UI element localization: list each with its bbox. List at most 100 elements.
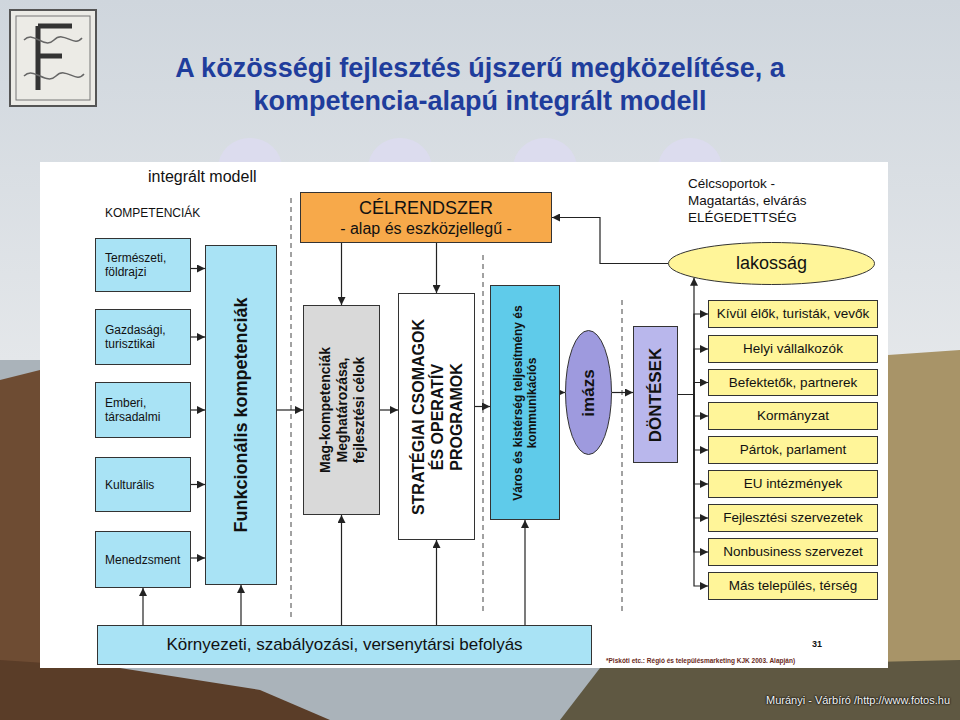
rotated-text: Mag-kompetenciák Meghatározása, fejleszt…	[316, 335, 367, 485]
target-group-box: Kormányzat	[708, 402, 878, 430]
rotated-text: Város és kistérség teljesítmény és kommu…	[511, 300, 539, 505]
target-group-box: Helyi vállalkozók	[708, 335, 878, 363]
rotated-text: imázs	[579, 338, 599, 448]
node-text: Város és kistérség teljesítmény és kommu…	[511, 300, 539, 505]
functional-box: Funkcionális kompetenciák	[205, 245, 277, 585]
target-group-box: Fejlesztési szervezetek	[708, 504, 878, 532]
logo	[38, 26, 72, 90]
node-text: Helyi vállalkozók	[743, 341, 843, 357]
rotated-text: STRATÉGIAI CSOMAGOK ÉS OPERATÍV PROGRAMO…	[408, 311, 465, 523]
node-text: Kormányzat	[757, 408, 829, 424]
logo	[24, 37, 84, 79]
node-text: STRATÉGIAI CSOMAGOK ÉS OPERATÍV PROGRAMO…	[408, 311, 465, 523]
node-text: lakosság	[736, 253, 807, 274]
reeds	[560, 660, 960, 720]
performance-box: Város és kistérség teljesítmény és kommu…	[490, 285, 560, 520]
node-text: Befektetők, partnerek	[729, 375, 857, 391]
rotated-text: DÖNTÉSEK	[646, 332, 666, 457]
connector-arrow	[341, 515, 342, 625]
target-group-box: Pártok, parlament	[708, 436, 878, 464]
connector-arrow	[678, 395, 708, 451]
strategy-box: STRATÉGIAI CSOMAGOK ÉS OPERATÍV PROGRAMO…	[398, 293, 475, 540]
population-ellipse: lakosság	[668, 242, 875, 285]
logo	[10, 10, 96, 106]
connector-arrow	[191, 268, 205, 269]
target-group-box: Nonbusiness szervezet	[708, 538, 878, 566]
column-heading: Célcsoportok - Magatartás, elvárás ELÉGE…	[688, 175, 828, 226]
connector-arrow	[560, 392, 565, 393]
connector-arrow	[678, 395, 708, 553]
connector-arrow	[678, 395, 708, 417]
photo-watermark: Murányi - Várbíró /http://www.fotos.hu	[766, 694, 956, 706]
competence-box: Emberi, társadalmi	[95, 382, 191, 438]
goal-system-box: CÉLRENDSZER- alap és eszközjellegű -	[300, 192, 552, 243]
connector-arrow	[191, 557, 205, 558]
diagram-title: A közösségi fejlesztés újszerű megközelí…	[90, 52, 870, 118]
connector-arrow	[277, 409, 303, 410]
connector-arrow	[142, 588, 143, 625]
target-group-box: Kívül élők, turisták, vevők	[708, 300, 878, 328]
dashed-separator	[483, 255, 484, 615]
dashed-separator	[291, 198, 292, 618]
logo	[16, 16, 90, 100]
connector-arrow	[678, 278, 694, 395]
connector-arrow	[552, 218, 668, 264]
node-text: Funkcionális kompetenciák	[231, 255, 252, 575]
node-text: Menedzsment	[105, 553, 180, 567]
decisions-box: DÖNTÉSEK	[633, 326, 678, 463]
source-note: *Piskóti etc.: Régió és településmarketi…	[606, 657, 876, 665]
node-text: CÉLRENDSZER	[359, 198, 493, 219]
connector-arrow	[678, 314, 708, 395]
competence-box: Menedzsment	[95, 531, 191, 588]
connector-arrow	[191, 409, 205, 410]
target-group-box: Más település, térség	[708, 572, 878, 600]
influence-band: Környezeti, szabályozási, versenytársi b…	[97, 625, 592, 665]
diagram-panel	[40, 162, 888, 668]
dashed-separator	[622, 300, 623, 615]
node-text: Kulturális	[105, 478, 154, 492]
connector-arrow	[380, 409, 398, 410]
competence-box: Kulturális	[95, 457, 191, 512]
target-group-box: Befektetők, partnerek	[708, 369, 878, 396]
connector-arrow	[240, 585, 241, 625]
ellipse-shape	[669, 243, 875, 285]
node-text: EU intézmények	[744, 476, 842, 492]
target-group-box: EU intézmények	[708, 470, 878, 498]
connector-arrow	[612, 392, 633, 393]
connector-arrow	[436, 540, 437, 625]
ellipse-shape	[566, 331, 612, 455]
panel-heading: integrált modell	[148, 168, 288, 186]
core-competence-box: Mag-kompetenciák Meghatározása, fejleszt…	[303, 305, 380, 515]
node-text: Emberi, társadalmi	[105, 396, 184, 424]
connector-arrow	[678, 395, 708, 519]
connector-arrow	[678, 349, 708, 395]
node-text: Környezeti, szabályozási, versenytársi b…	[166, 635, 522, 655]
connector-arrow	[678, 395, 708, 485]
column-heading: KOMPETENCIÁK	[105, 206, 225, 220]
connector-arrow	[678, 395, 708, 587]
node-text: Más település, térség	[729, 578, 857, 594]
connector-arrow	[678, 383, 708, 395]
rocks	[0, 660, 330, 720]
connector-arrow	[436, 243, 437, 293]
connector-arrow	[191, 484, 205, 485]
competence-box: Gazdasági, turisztikai	[95, 309, 191, 365]
node-text: DÖNTÉSEK	[646, 332, 666, 457]
image-ellipse: imázs	[565, 330, 612, 455]
rotated-text: Funkcionális kompetenciák	[231, 255, 252, 575]
connector-arrow	[341, 243, 342, 305]
node-text: Természeti, földrajzi	[105, 251, 184, 279]
node-text: Mag-kompetenciák Meghatározása, fejleszt…	[316, 335, 367, 485]
node-text: Kívül élők, turisták, vevők	[717, 306, 869, 322]
node-text: Nonbusiness szervezet	[723, 544, 863, 560]
node-text: imázs	[579, 338, 599, 448]
connector-arrow	[524, 520, 525, 625]
node-text: Gazdasági, turisztikai	[105, 323, 184, 351]
node-text: Fejlesztési szervezetek	[723, 510, 863, 526]
connector-arrow	[475, 406, 490, 407]
page-number: 31	[812, 639, 842, 649]
node-text: - alap és eszközjellegű -	[340, 219, 512, 238]
node-text: Pártok, parlament	[740, 442, 847, 458]
connector-arrow	[191, 336, 205, 337]
